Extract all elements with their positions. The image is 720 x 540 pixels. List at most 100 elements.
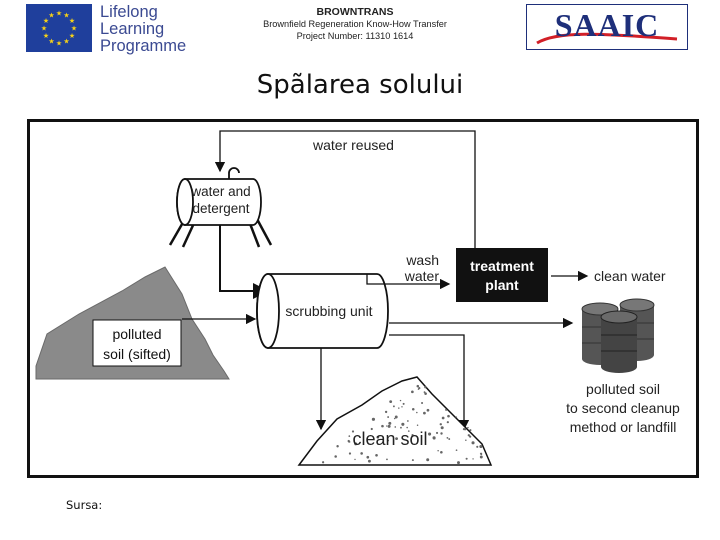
program-line-3: Programme — [100, 37, 187, 55]
soil-speck — [440, 426, 444, 430]
soil-speck — [381, 424, 384, 428]
soil-speck — [426, 408, 430, 412]
soil-speck — [476, 445, 479, 448]
soil-speck — [445, 408, 448, 411]
wash-water-label-1: wash — [405, 252, 439, 268]
soil-speck — [387, 439, 390, 442]
soil-speck — [416, 384, 420, 388]
soil-speck — [402, 402, 405, 405]
soil-speck — [367, 459, 371, 463]
soil-speck — [375, 453, 378, 457]
soil-speck — [440, 432, 443, 435]
soil-speck — [411, 459, 414, 462]
clean-soil-side-arrow — [389, 334, 470, 431]
project-number: Project Number: 11310 1614 — [296, 31, 414, 41]
soil-speck — [376, 435, 380, 439]
polluted-soil-label-1: polluted — [112, 326, 161, 342]
eu-star-icon: ★ — [56, 10, 62, 18]
soil-speck — [386, 425, 388, 427]
barrels-icon — [581, 298, 655, 373]
soil-speck — [370, 427, 373, 431]
soil-speck — [348, 435, 351, 437]
soil-speck — [392, 405, 395, 408]
soil-speck — [465, 439, 467, 441]
agency-logo-text: SAAIC — [555, 7, 660, 43]
soil-speck — [401, 406, 403, 408]
soil-speck — [455, 449, 458, 451]
soil-speck — [455, 416, 458, 418]
clean-soil-label: clean soil — [352, 429, 427, 449]
soil-washing-diagram: water reused water and detergent pollute… — [27, 119, 699, 478]
scrubbing-unit: scrubbing unit — [256, 273, 389, 349]
soil-speck — [411, 408, 415, 411]
soil-speck — [387, 416, 390, 418]
soil-speck — [428, 432, 432, 436]
soil-speck — [480, 453, 483, 456]
soil-speck — [467, 426, 469, 429]
eu-star-icon: ★ — [69, 32, 75, 40]
logo-swoosh-icon — [536, 32, 678, 45]
soil-speck — [394, 426, 397, 428]
eu-star-icon: ★ — [48, 12, 54, 20]
project-title: BROWNTRANS — [316, 6, 394, 18]
soil-speck — [423, 411, 426, 415]
eu-star-icon: ★ — [48, 37, 54, 45]
soil-speck — [406, 426, 408, 429]
polluted-soil-out-label-2: to second cleanup — [566, 400, 680, 416]
soil-speck — [351, 430, 355, 433]
program-name: Lifelong Learning Programme — [100, 4, 186, 55]
program-line-2: Learning — [100, 20, 165, 38]
water-detergent-tank: water and detergent — [168, 167, 273, 248]
tank-to-scrubber-arrow — [219, 225, 269, 299]
soil-speck — [336, 445, 339, 448]
soil-speck — [386, 458, 388, 461]
agency-logo: SAAIC — [526, 4, 688, 50]
treatment-plant-box — [456, 248, 548, 302]
soil-speck — [411, 390, 414, 394]
soil-speck — [424, 392, 427, 395]
soil-speck — [416, 424, 419, 427]
eu-star-icon: ★ — [63, 12, 69, 20]
soil-speck — [457, 461, 460, 465]
soil-speck — [360, 452, 363, 455]
eu-star-icon: ★ — [69, 17, 75, 25]
soil-speck — [446, 436, 449, 439]
soil-speck — [398, 407, 400, 409]
soil-speck — [441, 416, 445, 420]
soil-speck — [472, 458, 474, 460]
soil-speck — [388, 421, 392, 425]
soil-speck — [448, 438, 451, 440]
soil-speck — [479, 455, 483, 459]
soil-speck — [407, 430, 410, 432]
eu-star-icon: ★ — [43, 17, 49, 25]
polluted-soil-label-2: soil (sifted) — [103, 346, 171, 362]
eu-star-icon: ★ — [71, 25, 77, 33]
soil-speck — [469, 435, 472, 438]
eu-star-icon: ★ — [63, 37, 69, 45]
program-line-1: Lifelong — [100, 3, 158, 21]
soil-speck — [366, 455, 370, 459]
soil-speck — [321, 461, 325, 464]
eu-star-icon: ★ — [43, 32, 49, 40]
soil-speck — [435, 431, 439, 435]
clean-soil-pile — [297, 376, 493, 466]
soil-speck — [334, 455, 337, 458]
soil-speck — [446, 421, 449, 424]
soil-speck — [411, 434, 414, 437]
soil-speck — [371, 417, 376, 421]
soil-speck — [440, 450, 443, 454]
treatment-plant-label-1: treatment — [470, 258, 534, 274]
soil-speck — [394, 415, 398, 419]
soil-speck — [389, 400, 393, 404]
soil-speck — [354, 442, 358, 446]
soil-speck — [354, 458, 356, 461]
clean-soil-speckles — [321, 384, 483, 465]
eu-flag-logo: ★★★★★★★★★★★★ — [26, 4, 92, 52]
soil-speck — [416, 411, 418, 414]
polluted-soil-out-label-1: polluted soil — [586, 381, 660, 397]
slide-title: Spãlarea solului — [256, 70, 464, 100]
soil-speck — [347, 439, 350, 443]
soil-speck — [469, 429, 472, 432]
soil-speck — [479, 444, 483, 449]
soil-speck — [432, 436, 436, 440]
